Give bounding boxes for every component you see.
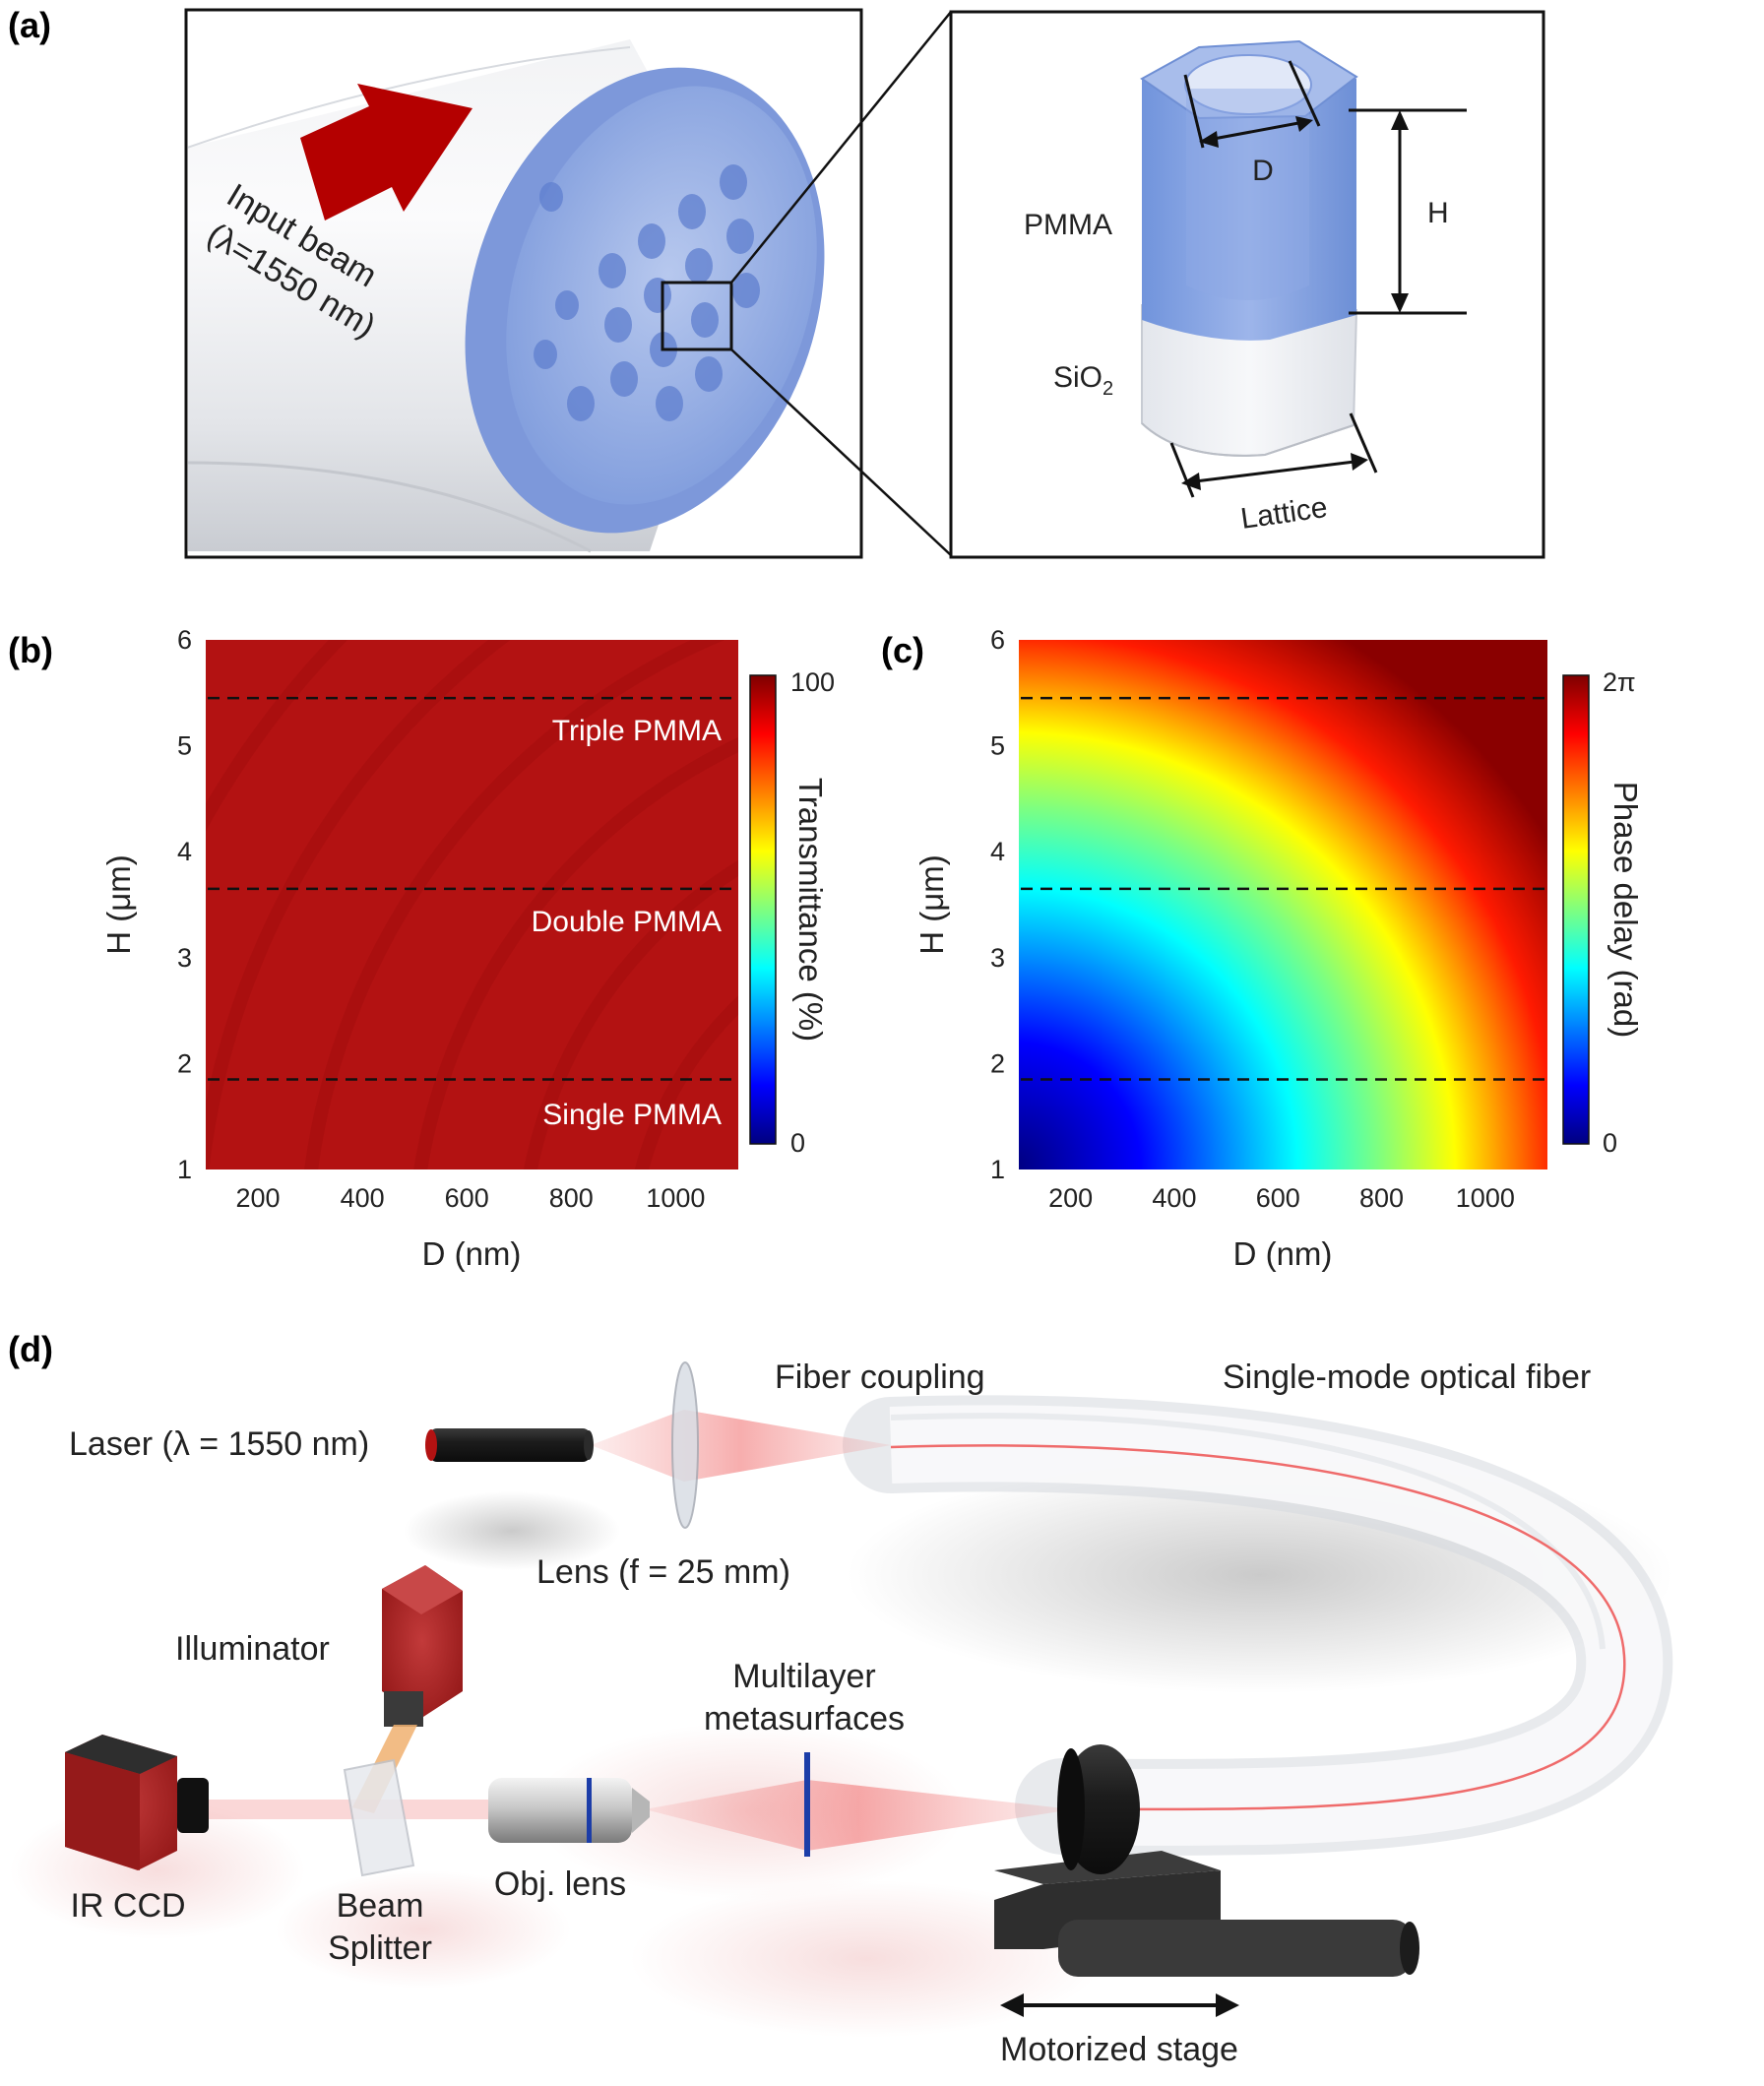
stage-label: Motorized stage bbox=[1000, 2031, 1238, 2068]
objective-lens bbox=[488, 1778, 650, 1843]
panel-a-label: (a) bbox=[8, 5, 51, 45]
b-x-tick-2: 600 bbox=[445, 1183, 489, 1213]
double-pmma-label: Double PMMA bbox=[532, 906, 722, 938]
air-hole-lattice bbox=[534, 164, 760, 421]
triple-pmma-label: Triple PMMA bbox=[552, 715, 722, 747]
b-cbar-max: 100 bbox=[790, 667, 835, 697]
phase-colorbar bbox=[1562, 674, 1590, 1145]
c-y-tick-2: 3 bbox=[990, 943, 1005, 973]
c-x-tick-4: 1000 bbox=[1456, 1183, 1515, 1213]
fiber-frame bbox=[184, 8, 863, 559]
c-y-tick-1: 2 bbox=[990, 1048, 1005, 1078]
c-x-tick-1: 400 bbox=[1152, 1183, 1196, 1213]
b-x-tick-0: 200 bbox=[236, 1183, 281, 1213]
unit-cell-frame bbox=[949, 10, 1545, 559]
c-colorbar-label: Phase delay (rad) bbox=[1607, 782, 1644, 1038]
illuminator-label: Illuminator bbox=[175, 1630, 330, 1668]
b-cbar-min: 0 bbox=[790, 1128, 805, 1158]
transmittance-heatmap: Triple PMMA Double PMMA Single PMMA 200 4… bbox=[100, 625, 835, 1272]
b-colorbar-label: Transmittance (%) bbox=[792, 778, 829, 1042]
fiber-3d-illustration: Input beam (λ=1550 nm) bbox=[184, 8, 863, 559]
ir-ccd-label: IR CCD bbox=[70, 1887, 185, 1925]
coupling-beam bbox=[591, 1410, 891, 1482]
c-y-tick-4: 5 bbox=[990, 731, 1005, 761]
metasurface-label-line2: metasurfaces bbox=[704, 1700, 905, 1738]
lattice-label: Lattice bbox=[1238, 491, 1329, 536]
pmma-pillar bbox=[1142, 79, 1356, 341]
imaging-beam bbox=[207, 1800, 492, 1819]
b-y-tick-1: 2 bbox=[177, 1048, 192, 1078]
lens-label: Lens (f = 25 mm) bbox=[536, 1553, 790, 1591]
multilayer-metasurface bbox=[804, 1752, 810, 1857]
c-y-tick-5: 6 bbox=[990, 625, 1005, 655]
focusing-lens bbox=[671, 1361, 699, 1529]
zoom-line-top bbox=[730, 11, 952, 284]
splitter-label-line2: Splitter bbox=[328, 1929, 432, 1967]
ir-ccd-camera bbox=[65, 1735, 209, 1870]
b-x-tick-4: 1000 bbox=[646, 1183, 705, 1213]
fiber-core-beam bbox=[890, 1444, 1626, 1811]
unit-cell-illustration: D H Lattice PMMA SiO2 bbox=[949, 10, 1545, 559]
c-y-axis-label: H (μm) bbox=[914, 854, 950, 954]
lattice-dimension-arrow bbox=[1186, 459, 1363, 484]
panel-d-label: (d) bbox=[8, 1329, 53, 1369]
layer-dashed-lines-b bbox=[208, 696, 736, 1081]
fiber-coupling-label: Fiber coupling bbox=[775, 1359, 985, 1396]
layer-dashed-lines-c bbox=[1021, 696, 1545, 1081]
c-y-tick-3: 4 bbox=[990, 837, 1005, 866]
c-cbar-max: 2π bbox=[1603, 667, 1636, 697]
b-x-axis-label: D (nm) bbox=[422, 1235, 522, 1272]
c-cbar-min: 0 bbox=[1603, 1128, 1617, 1158]
zoom-region bbox=[661, 281, 733, 351]
d-dimension-arrow bbox=[1202, 119, 1310, 143]
metasurface-label-line1: Multilayer bbox=[732, 1658, 875, 1695]
c-x-tick-2: 600 bbox=[1256, 1183, 1300, 1213]
pmma-label: PMMA bbox=[1024, 209, 1112, 241]
fiber-label: Single-mode optical fiber bbox=[1223, 1359, 1591, 1396]
panel-c-label: (c) bbox=[881, 630, 924, 670]
axis-ticks-b: 200 400 600 800 1000 1 2 3 4 5 6 bbox=[177, 625, 705, 1213]
phase-map-area bbox=[1019, 640, 1547, 1169]
b-y-tick-0: 1 bbox=[177, 1155, 192, 1184]
metasurface-beam bbox=[645, 1780, 1073, 1851]
c-x-tick-3: 800 bbox=[1359, 1183, 1404, 1213]
single-pmma-label: Single PMMA bbox=[542, 1099, 722, 1131]
experimental-setup: Laser (λ = 1550 nm) Fiber coupling Singl… bbox=[10, 1359, 1673, 2068]
b-y-axis-label: H (μm) bbox=[100, 854, 137, 954]
beam-splitter bbox=[343, 1758, 415, 1877]
b-y-tick-3: 4 bbox=[177, 837, 192, 866]
b-x-tick-1: 400 bbox=[341, 1183, 385, 1213]
transmittance-map-area bbox=[206, 640, 738, 1169]
c-y-tick-0: 1 bbox=[990, 1155, 1005, 1184]
input-beam-arrow bbox=[300, 84, 472, 221]
obj-lens-label: Obj. lens bbox=[494, 1865, 626, 1903]
panel-b-label: (b) bbox=[8, 630, 53, 670]
c-x-tick-0: 200 bbox=[1048, 1183, 1093, 1213]
laser-label: Laser (λ = 1550 nm) bbox=[69, 1425, 369, 1463]
splitter-label-line1: Beam bbox=[337, 1887, 424, 1925]
zoom-line-bottom bbox=[730, 348, 952, 556]
motorized-stage bbox=[994, 1744, 1419, 1977]
pmma-pillar-hole bbox=[1184, 54, 1312, 115]
dim-d-label: D bbox=[1252, 155, 1274, 187]
axis-ticks-c: 200 400 600 800 1000 1 2 3 4 5 6 bbox=[990, 625, 1515, 1213]
sio2-label: SiO2 bbox=[1053, 361, 1113, 400]
b-x-tick-3: 800 bbox=[549, 1183, 594, 1213]
b-y-tick-4: 5 bbox=[177, 731, 192, 761]
c-x-axis-label: D (nm) bbox=[1233, 1235, 1333, 1272]
b-y-tick-5: 6 bbox=[177, 625, 192, 655]
laser-source bbox=[425, 1428, 594, 1462]
transmittance-colorbar bbox=[749, 674, 777, 1145]
dim-h-label: H bbox=[1427, 197, 1449, 229]
b-y-tick-2: 3 bbox=[177, 943, 192, 973]
